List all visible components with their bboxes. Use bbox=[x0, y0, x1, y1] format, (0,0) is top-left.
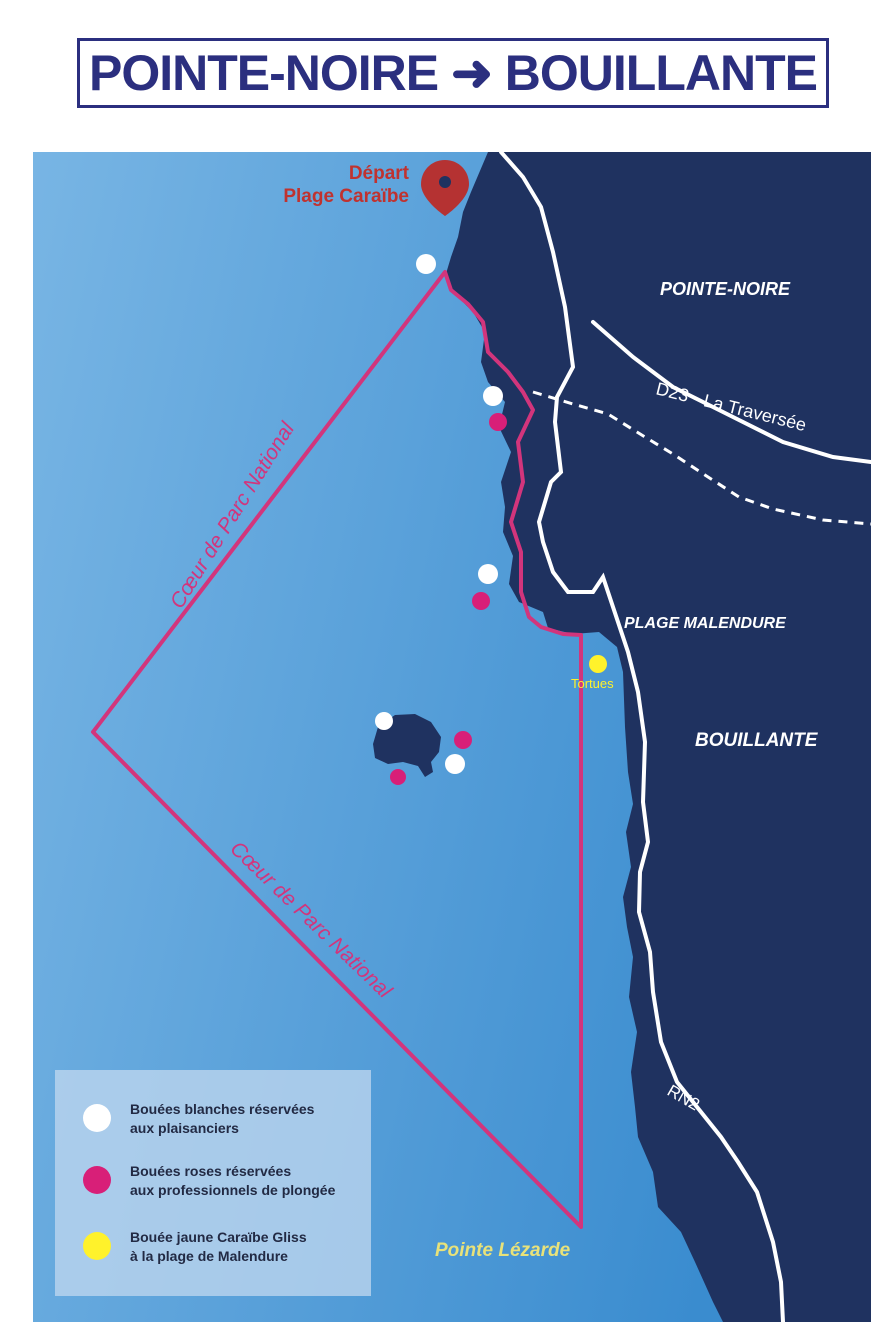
white-buoy bbox=[478, 564, 498, 584]
yellow-buoy-swatch bbox=[83, 1232, 111, 1260]
legend-item-pink: Bouées roses réservées aux professionnel… bbox=[55, 1162, 371, 1212]
depart-label: Départ Plage Caraïbe bbox=[231, 162, 409, 208]
legend-item-yellow: Bouée jaune Caraïbe Gliss à la plage de … bbox=[55, 1228, 371, 1278]
white-buoy bbox=[375, 712, 393, 730]
pink-buoy bbox=[390, 769, 406, 785]
yellow-buoy bbox=[589, 655, 607, 673]
legend: Bouées blanches réservées aux plaisancie… bbox=[55, 1070, 371, 1296]
trail-dashed bbox=[532, 390, 871, 526]
legend-white-line1: Bouées blanches réservées bbox=[130, 1101, 315, 1117]
place-pointe-lezarde: Pointe Lézarde bbox=[435, 1240, 571, 1261]
legend-yellow-line2: à la plage de Malendure bbox=[130, 1248, 288, 1264]
road-d23 bbox=[591, 320, 871, 464]
legend-yellow-line1: Bouée jaune Caraïbe Gliss bbox=[130, 1229, 307, 1245]
legend-pink-line2: aux professionnels de plongée bbox=[130, 1182, 336, 1198]
legend-white-line2: aux plaisanciers bbox=[130, 1120, 239, 1136]
white-buoy bbox=[445, 754, 465, 774]
pink-buoy-swatch bbox=[83, 1166, 111, 1194]
legend-item-white: Bouées blanches réservées aux plaisancie… bbox=[55, 1100, 371, 1150]
place-pointe-noire: POINTE-NOIRE bbox=[660, 279, 791, 299]
white-buoy-swatch bbox=[83, 1104, 111, 1132]
map-pin-icon bbox=[421, 160, 469, 216]
depart-line2: Plage Caraïbe bbox=[283, 186, 409, 207]
white-buoy bbox=[483, 386, 503, 406]
pink-buoy bbox=[489, 413, 507, 431]
park-boundary bbox=[91, 270, 583, 1229]
land-coast bbox=[445, 152, 871, 1322]
title-box: POINTE-NOIRE ➜ BOUILLANTE bbox=[77, 38, 829, 108]
place-tortues: Tortues bbox=[571, 676, 614, 691]
island bbox=[373, 714, 441, 777]
place-plage-malendure: PLAGE MALENDURE bbox=[624, 615, 786, 632]
page-title: POINTE-NOIRE ➜ BOUILLANTE bbox=[88, 45, 818, 101]
pink-buoy bbox=[472, 592, 490, 610]
pink-buoy bbox=[454, 731, 472, 749]
legend-pink-line1: Bouées roses réservées bbox=[130, 1163, 292, 1179]
depart-line1: Départ bbox=[348, 163, 409, 184]
place-bouillante: BOUILLANTE bbox=[695, 730, 818, 751]
white-buoy bbox=[416, 254, 436, 274]
road-rn2 bbox=[499, 152, 785, 1322]
